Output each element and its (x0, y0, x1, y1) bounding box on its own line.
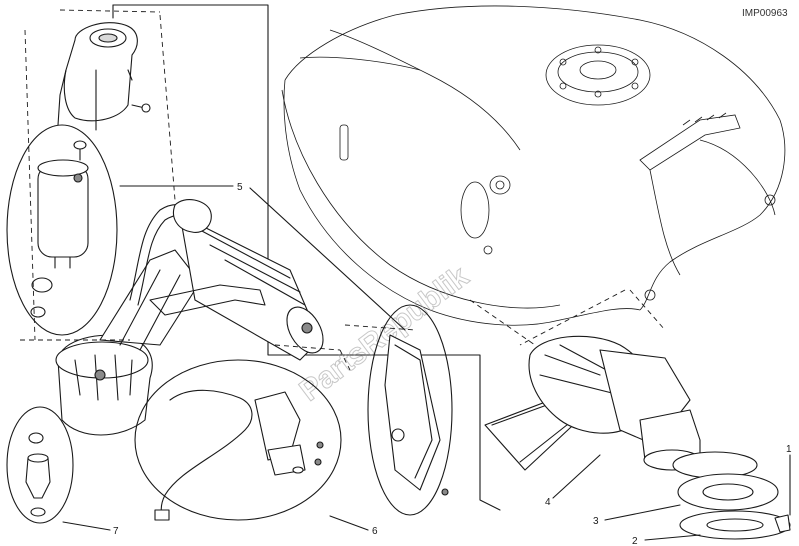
callout-5: 5 (237, 182, 243, 193)
fuel-filter-group (6, 124, 118, 336)
callout-1: 1 (786, 444, 792, 455)
filter-holder-bracket (57, 22, 151, 131)
callout-4: 4 (545, 497, 551, 508)
leader-dashes (20, 9, 666, 371)
level-sensor-group (134, 359, 342, 521)
callout-3: 3 (593, 516, 599, 527)
fuel-tank (281, 5, 786, 326)
filter-plate-group (367, 304, 453, 516)
diagram-code: IMP00963 (742, 8, 788, 19)
pressure-regulator-group (6, 406, 74, 524)
callout-7: 7 (113, 526, 119, 537)
callout-6: 6 (372, 526, 378, 537)
fuel-pump-assembly (55, 199, 324, 436)
installed-pump-assembly (484, 335, 791, 540)
callout-2: 2 (632, 536, 638, 546)
callout-leaders (62, 185, 791, 541)
